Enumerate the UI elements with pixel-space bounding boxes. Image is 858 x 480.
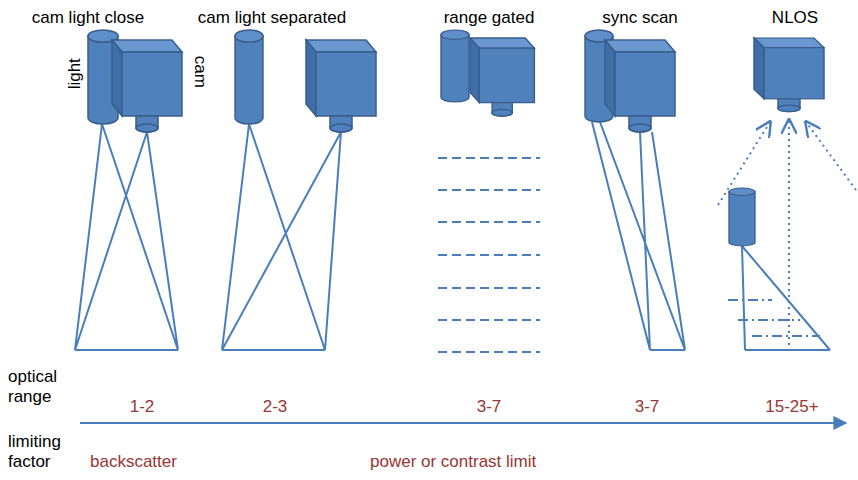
panel-heading: sync scan — [602, 8, 678, 28]
range-value: 2-3 — [263, 397, 288, 417]
axis-label: limiting factor — [8, 432, 72, 471]
range-value: 15-25+ — [765, 397, 818, 417]
component-label: cam — [190, 56, 210, 88]
factor-label: backscatter — [90, 452, 177, 472]
panel-heading: range gated — [444, 8, 535, 28]
panel-heading: NLOS — [772, 8, 818, 28]
panel-heading: cam light separated — [198, 8, 346, 28]
axis-label: optical range — [8, 367, 72, 406]
component-label: light — [65, 58, 85, 89]
range-value: 1-2 — [130, 397, 155, 417]
factor-label: power or contrast limit — [370, 452, 536, 472]
range-value: 3-7 — [635, 397, 660, 417]
range-value: 3-7 — [477, 397, 502, 417]
panel-heading: cam light close — [32, 8, 144, 28]
